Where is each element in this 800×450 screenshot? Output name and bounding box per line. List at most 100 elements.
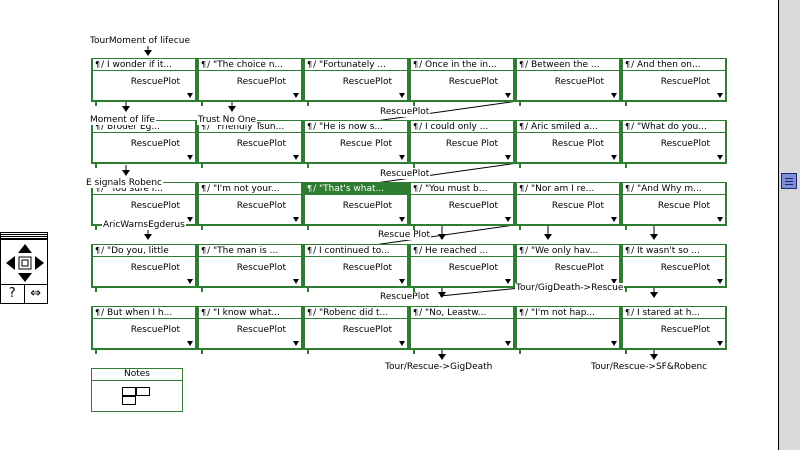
- label-tour-gigdeath-rescue[interactable]: Tour/GigDeath->Rescue: [515, 283, 625, 293]
- label-mid-rescueplot-3[interactable]: Rescue Plot: [377, 230, 432, 240]
- node-link-label[interactable]: RescuePlot: [660, 139, 710, 149]
- node-link-label[interactable]: RescuePlot: [130, 201, 180, 211]
- label-moment-of-life[interactable]: Moment of life: [89, 115, 156, 125]
- label-mid-rescueplot-2[interactable]: RescuePlot: [379, 169, 431, 179]
- node-title[interactable]: ¶/ "I'm not your...: [199, 183, 301, 195]
- node-title[interactable]: ¶/ "He is now s...: [305, 121, 407, 133]
- writing-space-node[interactable]: ¶/ I continued to... RescuePlot: [303, 244, 409, 292]
- label-tour-rescue-gigdeath[interactable]: Tour/Rescue->GigDeath: [384, 362, 494, 372]
- writing-space-node[interactable]: ¶/ I stared at h... RescuePlot: [621, 306, 727, 354]
- node-title[interactable]: ¶/ It wasn't so ...: [623, 245, 725, 257]
- label-trust-no-one[interactable]: Trust No One: [197, 115, 258, 125]
- node-title[interactable]: ¶/ But when I h...: [93, 307, 195, 319]
- label-tour-moment[interactable]: TourMoment of lifecue: [89, 36, 191, 46]
- node-title[interactable]: ¶/ "Fortunately ...: [305, 59, 407, 71]
- node-link-label[interactable]: RescuePlot: [342, 263, 392, 273]
- node-link-label[interactable]: Rescue Plot: [657, 201, 710, 211]
- node-title[interactable]: ¶/ "What do you...: [623, 121, 725, 133]
- node-link-label[interactable]: RescuePlot: [130, 77, 180, 87]
- node-link-label[interactable]: Rescue Plot: [339, 139, 392, 149]
- node-link-label[interactable]: RescuePlot: [448, 263, 498, 273]
- navigation-palette[interactable]: ? ⇔: [0, 232, 48, 304]
- vertical-scrollbar[interactable]: [778, 0, 800, 450]
- node-title[interactable]: ¶/ "We only hav...: [517, 245, 619, 257]
- node-title[interactable]: ¶/ "That's what...: [305, 183, 407, 195]
- writing-space-node[interactable]: ¶/ "You must b... RescuePlot: [409, 182, 515, 230]
- label-tour-rescue-sf[interactable]: Tour/Rescue->SF&Robenc: [590, 362, 709, 372]
- label-aric-warns[interactable]: AricWarnsEgderus: [102, 220, 186, 230]
- node-title[interactable]: ¶/ And then on...: [623, 59, 725, 71]
- writing-space-node[interactable]: ¶/ I wonder if it... RescuePlot: [91, 58, 197, 106]
- writing-space-node[interactable]: ¶/ "I'm not hap...: [515, 306, 621, 354]
- writing-space-node[interactable]: ¶/ "We only hav...RescuePlot: [515, 244, 621, 292]
- node-link-label[interactable]: RescuePlot: [448, 77, 498, 87]
- writing-space-node[interactable]: ¶/ "The choice n...RescuePlot: [197, 58, 303, 106]
- node-title[interactable]: ¶/ "And Why m...: [623, 183, 725, 195]
- node-link-label[interactable]: Rescue Plot: [551, 139, 604, 149]
- node-title[interactable]: ¶/ Once in the in...: [411, 59, 513, 71]
- node-link-label[interactable]: RescuePlot: [660, 77, 710, 87]
- node-link-label[interactable]: RescuePlot: [660, 325, 710, 335]
- label-mid-rescueplot-4[interactable]: RescuePlot: [379, 292, 431, 302]
- node-title[interactable]: ¶/ "Nor am I re...: [517, 183, 619, 195]
- writing-space-node[interactable]: ¶/ "That's what... RescuePlot: [303, 182, 409, 230]
- writing-space-node[interactable]: ¶/ "Nor am I re... Rescue Plot: [515, 182, 621, 230]
- storyspace-map-canvas[interactable]: ¶/ I wonder if it...RescuePlot¶/ "The ch…: [0, 0, 778, 450]
- node-link-label[interactable]: RescuePlot: [236, 77, 286, 87]
- node-link-label[interactable]: RescuePlot: [342, 201, 392, 211]
- node-link-label[interactable]: RescuePlot: [660, 263, 710, 273]
- node-link-label[interactable]: Rescue Plot: [551, 201, 604, 211]
- resize-button[interactable]: ⇔: [23, 285, 48, 303]
- writing-space-node[interactable]: ¶/ I could only ... Rescue Plot: [409, 120, 515, 168]
- notes-node[interactable]: Notes: [91, 368, 183, 412]
- writing-space-node[interactable]: ¶/ "What do you... RescuePlot: [621, 120, 727, 168]
- label-e-signals[interactable]: E signals Robenc: [85, 178, 163, 188]
- writing-space-node[interactable]: ¶/ Between the ... RescuePlot: [515, 58, 621, 106]
- writing-space-node[interactable]: ¶/ "And Why m... Rescue Plot: [621, 182, 727, 230]
- writing-space-node[interactable]: ¶/ Broder Eg...RescuePlot: [91, 120, 197, 168]
- writing-space-node[interactable]: ¶/ "Robenc did t... RescuePlot: [303, 306, 409, 354]
- writing-space-node[interactable]: ¶/ "He is now s... Rescue Plot: [303, 120, 409, 168]
- node-title[interactable]: ¶/ I stared at h...: [623, 307, 725, 319]
- node-title[interactable]: ¶/ "Friendly Tsun...: [199, 121, 301, 133]
- writing-space-node[interactable]: ¶/ It wasn't so ... RescuePlot: [621, 244, 727, 292]
- node-link-label[interactable]: RescuePlot: [130, 263, 180, 273]
- writing-space-node[interactable]: ¶/ "No, Leastw...: [409, 306, 515, 354]
- node-title[interactable]: ¶/ "Robenc did t...: [305, 307, 407, 319]
- node-title[interactable]: ¶/ "You sure I...: [93, 183, 195, 195]
- node-link-label[interactable]: RescuePlot: [236, 139, 286, 149]
- writing-space-node[interactable]: ¶/ And then on... RescuePlot: [621, 58, 727, 106]
- node-title[interactable]: ¶/ I wonder if it...: [93, 59, 195, 71]
- writing-space-node[interactable]: ¶/ Aric smiled a...Rescue Plot: [515, 120, 621, 168]
- node-link-label[interactable]: RescuePlot: [236, 325, 286, 335]
- node-title[interactable]: ¶/ "I know what...: [199, 307, 301, 319]
- direction-pad-icon[interactable]: [5, 243, 45, 283]
- node-link-label[interactable]: RescuePlot: [236, 263, 286, 273]
- writing-space-node[interactable]: ¶/ "I know what... RescuePlot: [197, 306, 303, 354]
- palette-title-bar[interactable]: [1, 233, 47, 240]
- scroll-thumb[interactable]: [781, 173, 797, 189]
- node-title[interactable]: ¶/ "I'm not hap...: [517, 307, 619, 319]
- node-title[interactable]: ¶/ "No, Leastw...: [411, 307, 513, 319]
- writing-space-node[interactable]: ¶/ "Friendly Tsun... RescuePlot: [197, 120, 303, 168]
- node-link-label[interactable]: RescuePlot: [342, 77, 392, 87]
- help-button[interactable]: ?: [8, 286, 16, 301]
- node-link-label[interactable]: RescuePlot: [130, 325, 180, 335]
- node-title[interactable]: ¶/ Between the ...: [517, 59, 619, 71]
- writing-space-node[interactable]: ¶/ "I'm not your... RescuePlot: [197, 182, 303, 230]
- node-link-label[interactable]: RescuePlot: [448, 201, 498, 211]
- writing-space-node[interactable]: ¶/ Once in the in... RescuePlot: [409, 58, 515, 106]
- node-title[interactable]: ¶/ "You must b...: [411, 183, 513, 195]
- node-title[interactable]: ¶/ I continued to...: [305, 245, 407, 257]
- node-link-label[interactable]: RescuePlot: [342, 325, 392, 335]
- node-title[interactable]: ¶/ Broder Eg...: [93, 121, 195, 133]
- writing-space-node[interactable]: ¶/ "You sure I... RescuePlot: [91, 182, 197, 230]
- node-link-label[interactable]: RescuePlot: [554, 77, 604, 87]
- node-title[interactable]: ¶/ He reached ...: [411, 245, 513, 257]
- writing-space-node[interactable]: ¶/ "The man is ...RescuePlot: [197, 244, 303, 292]
- node-link-label[interactable]: Rescue Plot: [445, 139, 498, 149]
- node-title[interactable]: ¶/ "Do you, little: [93, 245, 195, 257]
- node-title[interactable]: ¶/ I could only ...: [411, 121, 513, 133]
- node-link-label[interactable]: RescuePlot: [236, 201, 286, 211]
